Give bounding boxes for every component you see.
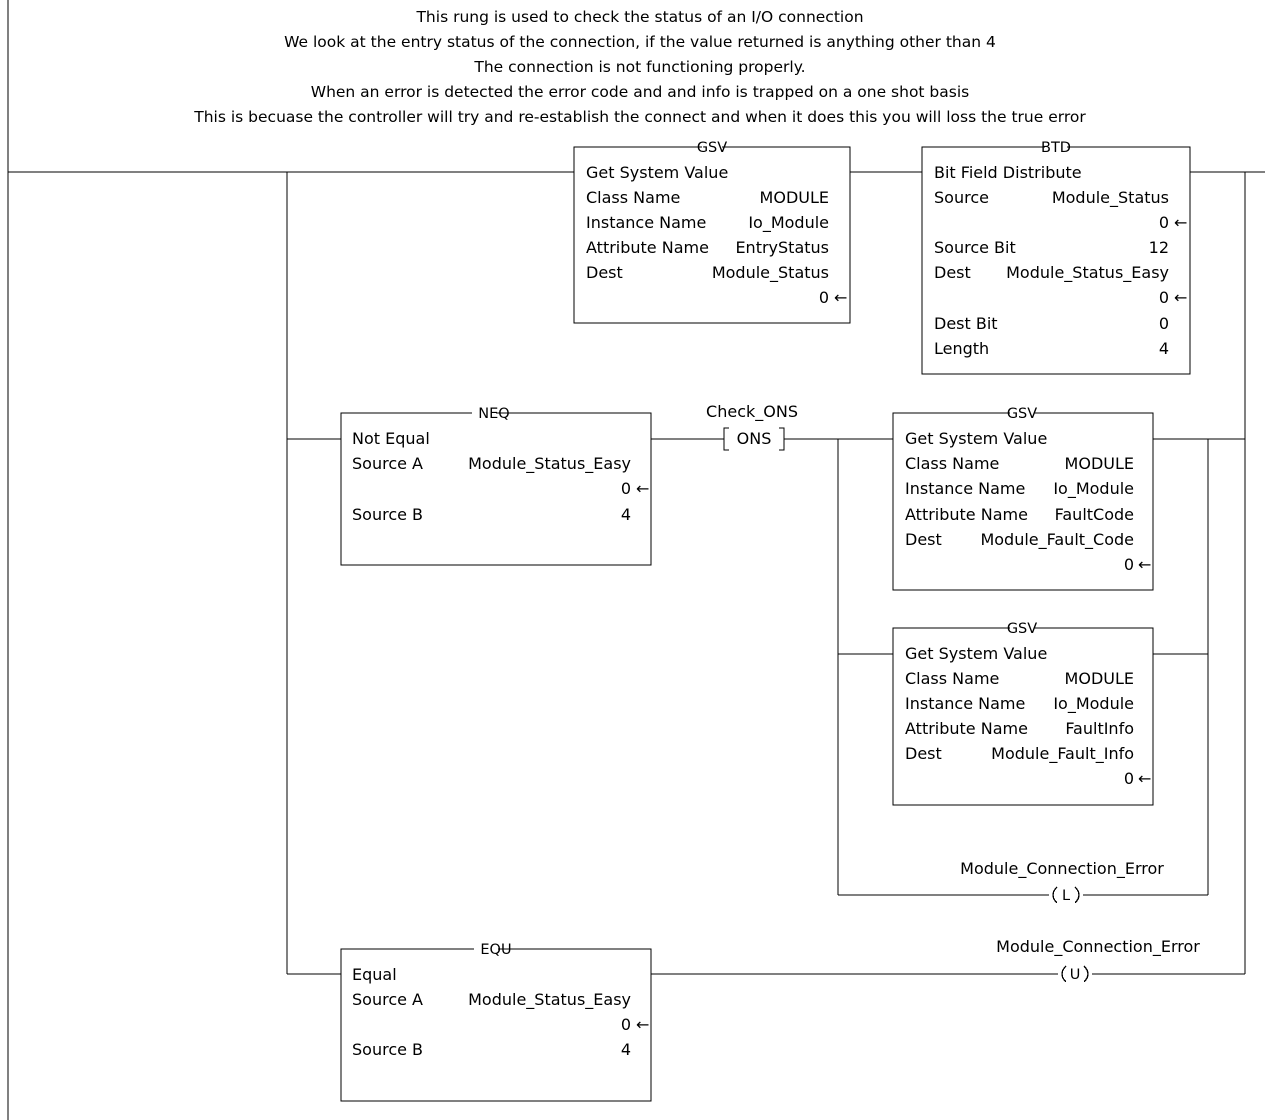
instance-name-label: Instance Name	[586, 213, 706, 232]
comment-line-1: This rung is used to check the status of…	[415, 8, 863, 26]
source-live-value: 0	[1159, 213, 1169, 232]
rung-wiring	[7, 0, 1265, 1120]
source-a-tag[interactable]: Module_Status_Easy	[468, 454, 631, 474]
otu-label: U	[1070, 967, 1081, 983]
source-a-tag[interactable]: Module_Status_Easy	[468, 990, 631, 1010]
live-value-arrow-icon: ←	[1138, 769, 1151, 788]
otu-unlatch-coil[interactable]: Module_Connection_Error U	[996, 937, 1200, 983]
instance-name-value[interactable]: Io_Module	[1053, 479, 1134, 499]
gsv-entry-status-block[interactable]: GSV Get System Value Class Name MODULE I…	[573, 140, 851, 324]
dest-tag[interactable]: Module_Status	[712, 263, 829, 283]
dest-live-value: 0	[1124, 769, 1134, 788]
attribute-name-value[interactable]: FaultInfo	[1065, 719, 1134, 738]
dest-label: Dest	[905, 744, 942, 763]
dest-tag[interactable]: Module_Fault_Code	[980, 530, 1134, 550]
dest-tag[interactable]: Module_Status_Easy	[1006, 263, 1169, 283]
attribute-name-label: Attribute Name	[586, 238, 709, 257]
gsv-fault-info-block[interactable]: GSV Get System Value Class Name MODULE I…	[892, 621, 1154, 806]
dest-label: Dest	[905, 530, 942, 549]
btd-block[interactable]: BTD Bit Field Distribute Source Module_S…	[921, 140, 1191, 375]
source-a-live-value: 0	[621, 1015, 631, 1034]
live-value-arrow-icon: ←	[1174, 288, 1187, 307]
dest-live-value: 0	[819, 288, 829, 307]
length-label: Length	[934, 339, 989, 358]
source-bit-label: Source Bit	[934, 238, 1016, 257]
source-a-label: Source A	[352, 454, 423, 473]
attribute-name-label: Attribute Name	[905, 719, 1028, 738]
instruction-title: Get System Value	[586, 163, 728, 182]
ons-right-bracket-icon	[779, 427, 785, 451]
instruction-mnemonic: GSV	[697, 140, 727, 156]
class-name-value[interactable]: MODULE	[760, 188, 829, 207]
rung-comment: This rung is used to check the status of…	[193, 8, 1086, 126]
live-value-arrow-icon: ←	[636, 1015, 649, 1034]
coil-left-paren-icon	[1061, 965, 1067, 983]
gsv-fault-code-block[interactable]: GSV Get System Value Class Name MODULE I…	[892, 406, 1154, 591]
otl-label: L	[1062, 888, 1070, 904]
live-value-arrow-icon: ←	[1138, 555, 1151, 574]
class-name-label: Class Name	[905, 669, 999, 688]
source-b-label: Source B	[352, 505, 423, 524]
coil-right-paren-icon	[1083, 965, 1089, 983]
otu-tag[interactable]: Module_Connection_Error	[996, 937, 1200, 957]
instance-name-value[interactable]: Io_Module	[1053, 694, 1134, 714]
live-value-arrow-icon: ←	[636, 479, 649, 498]
attribute-name-value[interactable]: FaultCode	[1055, 505, 1134, 524]
instruction-mnemonic: EQU	[480, 942, 511, 958]
ons-left-bracket-icon	[723, 427, 729, 451]
instance-name-value[interactable]: Io_Module	[748, 213, 829, 233]
source-b-value[interactable]: 4	[621, 1040, 631, 1059]
instruction-mnemonic: BTD	[1041, 140, 1071, 156]
instruction-mnemonic: NEQ	[478, 406, 509, 422]
source-label: Source	[934, 188, 989, 207]
source-tag[interactable]: Module_Status	[1052, 188, 1169, 208]
comment-line-2: We look at the entry status of the conne…	[284, 33, 996, 51]
class-name-label: Class Name	[905, 454, 999, 473]
attribute-name-label: Attribute Name	[905, 505, 1028, 524]
length-value[interactable]: 4	[1159, 339, 1169, 358]
dest-label: Dest	[586, 263, 623, 282]
equ-block[interactable]: EQU Equal Source A Module_Status_Easy 0 …	[340, 942, 652, 1102]
source-b-value[interactable]: 4	[621, 505, 631, 524]
instruction-mnemonic: GSV	[1007, 406, 1037, 422]
instruction-mnemonic: GSV	[1007, 621, 1037, 637]
ons-instruction[interactable]: Check_ONS ONS	[706, 402, 798, 451]
dest-label: Dest	[934, 263, 971, 282]
dest-bit-label: Dest Bit	[934, 314, 998, 333]
instruction-title: Get System Value	[905, 644, 1047, 663]
instruction-title: Not Equal	[352, 429, 430, 448]
instruction-title: Bit Field Distribute	[934, 163, 1082, 182]
comment-line-4: When an error is detected the error code…	[311, 83, 969, 101]
class-name-value[interactable]: MODULE	[1065, 669, 1134, 688]
comment-line-3: The connection is not functioning proper…	[473, 58, 805, 76]
dest-bit-value[interactable]: 0	[1159, 314, 1169, 333]
live-value-arrow-icon: ←	[1174, 213, 1187, 232]
source-a-live-value: 0	[621, 479, 631, 498]
otl-latch-coil[interactable]: Module_Connection_Error L	[960, 859, 1164, 904]
dest-live-value: 0	[1124, 555, 1134, 574]
coil-right-paren-icon	[1074, 886, 1080, 904]
attribute-name-value[interactable]: EntryStatus	[735, 238, 829, 257]
instance-name-label: Instance Name	[905, 479, 1025, 498]
instruction-title: Get System Value	[905, 429, 1047, 448]
class-name-label: Class Name	[586, 188, 680, 207]
ons-label: ONS	[737, 429, 772, 448]
comment-line-5: This is becuase the controller will try …	[193, 108, 1086, 126]
instance-name-label: Instance Name	[905, 694, 1025, 713]
neq-block[interactable]: NEQ Not Equal Source A Module_Status_Eas…	[340, 406, 652, 566]
ons-tag[interactable]: Check_ONS	[706, 402, 798, 422]
source-b-label: Source B	[352, 1040, 423, 1059]
dest-live-value: 0	[1159, 288, 1169, 307]
instruction-title: Equal	[352, 965, 397, 984]
class-name-value[interactable]: MODULE	[1065, 454, 1134, 473]
live-value-arrow-icon: ←	[834, 288, 847, 307]
dest-tag[interactable]: Module_Fault_Info	[991, 744, 1134, 764]
source-a-label: Source A	[352, 990, 423, 1009]
otl-tag[interactable]: Module_Connection_Error	[960, 859, 1164, 879]
source-bit-value[interactable]: 12	[1149, 238, 1169, 257]
coil-left-paren-icon	[1052, 886, 1058, 904]
